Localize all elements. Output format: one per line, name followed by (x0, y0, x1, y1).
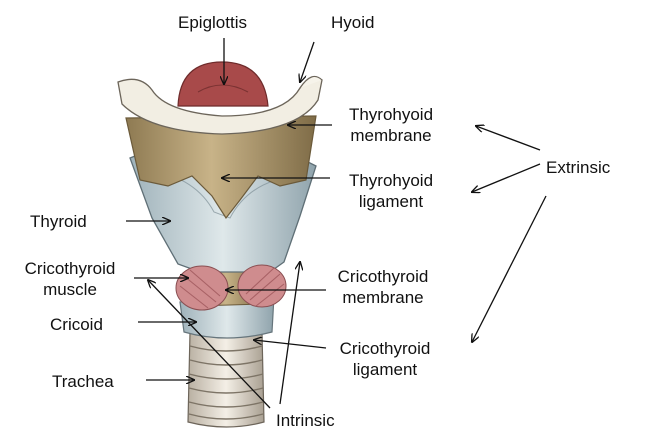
label-intrinsic: Intrinsic (276, 410, 335, 431)
pointer-extrinsic-c (472, 196, 546, 342)
epiglottis-structure (178, 62, 268, 106)
label-hyoid: Hyoid (331, 12, 374, 33)
label-extrinsic: Extrinsic (546, 157, 610, 178)
label-thyrohyoid-membrane-line1: Thyrohyoid (336, 104, 446, 125)
label-thyrohyoid-ligament-line2: ligament (336, 191, 446, 212)
label-trachea: Trachea (52, 371, 114, 392)
pointer-extrinsic-b (472, 164, 540, 192)
label-cricothyroid-muscle: Cricothyroid muscle (6, 258, 134, 300)
label-cricothyroid-ligament: Cricothyroid ligament (320, 338, 450, 380)
label-cricothyroid-ligament-line2: ligament (320, 359, 450, 380)
label-thyrohyoid-membrane-line2: membrane (336, 125, 446, 146)
label-thyrohyoid-ligament-line1: Thyrohyoid (336, 170, 446, 191)
pointer-extrinsic-a (476, 126, 540, 150)
label-thyrohyoid-membrane: Thyrohyoid membrane (336, 104, 446, 146)
label-epiglottis: Epiglottis (178, 12, 247, 33)
label-cricothyroid-membrane: Cricothyroid membrane (318, 266, 448, 308)
pointer-cricothyroid-ligament (254, 340, 326, 348)
label-cricothyroid-ligament-line1: Cricothyroid (320, 338, 450, 359)
label-thyroid: Thyroid (30, 211, 87, 232)
label-cricothyroid-membrane-line2: membrane (318, 287, 448, 308)
label-thyrohyoid-ligament: Thyrohyoid ligament (336, 170, 446, 212)
label-cricothyroid-membrane-line1: Cricothyroid (318, 266, 448, 287)
pointer-hyoid (300, 42, 314, 82)
label-cricothyroid-muscle-line1: Cricothyroid (6, 258, 134, 279)
label-cricoid: Cricoid (50, 314, 103, 335)
label-cricothyroid-muscle-line2: muscle (6, 279, 134, 300)
trachea-structure (188, 332, 264, 427)
